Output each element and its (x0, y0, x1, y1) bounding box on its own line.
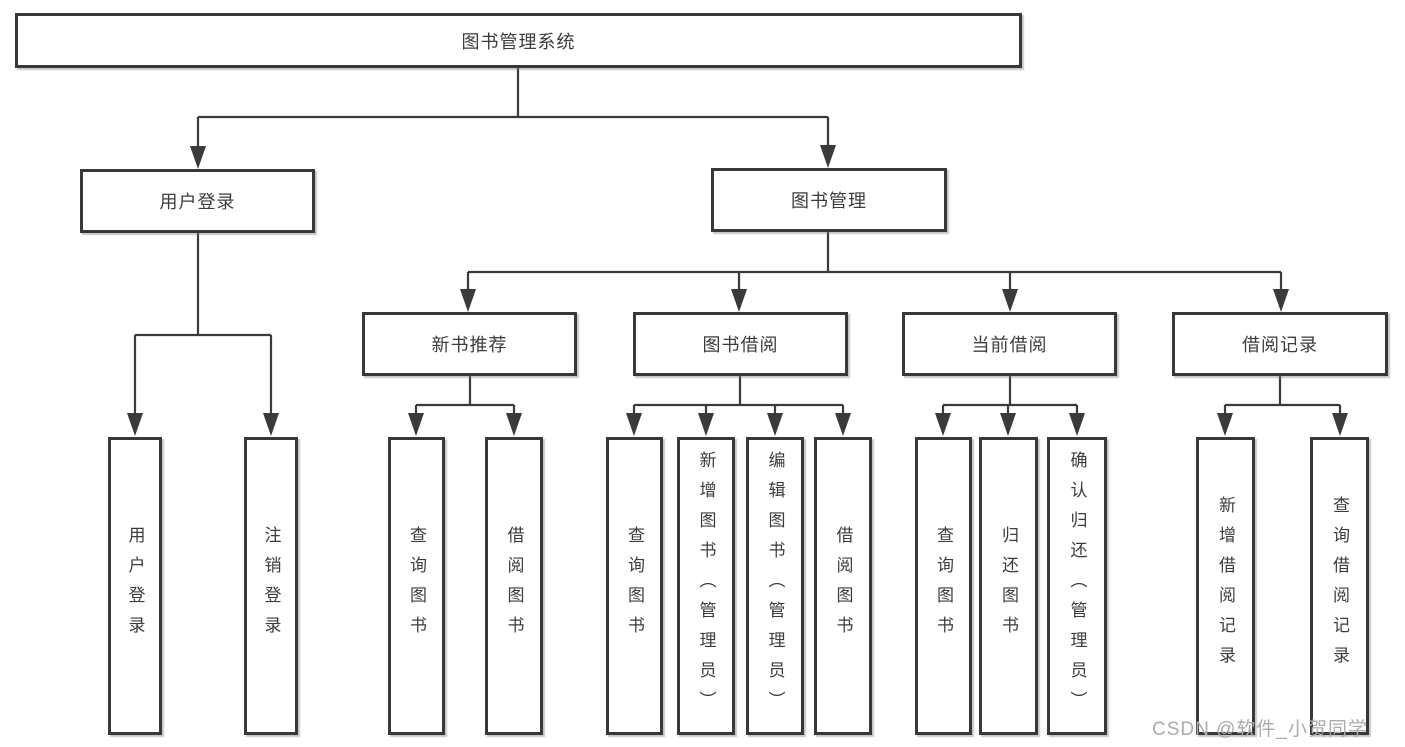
node-label: 当前借阅 (971, 335, 1048, 355)
leaf-borrow-books-recommend: 借阅图书 (485, 437, 543, 735)
leaf-borrow-books-borrowing: 借阅图书 (814, 437, 872, 735)
leaf-label: 查询借阅记录 (1330, 496, 1349, 676)
node-label: 图书管理 (791, 191, 867, 211)
leaf-query-books-recommend: 查询图书 (388, 437, 445, 735)
leaf-add-borrow-record: 新增借阅记录 (1196, 437, 1255, 735)
node-user-login: 用户登录 (80, 169, 315, 233)
leaf-user-login: 用户登录 (108, 437, 162, 735)
arrowheads (127, 145, 1348, 436)
leaf-logout: 注销登录 (244, 437, 298, 735)
node-label: 图书借阅 (702, 335, 779, 355)
leaf-query-borrow-record: 查询借阅记录 (1310, 437, 1369, 735)
node-book-management: 图书管理 (711, 168, 947, 232)
leaf-confirm-return-admin: 确认归还（管理员） (1047, 437, 1107, 735)
leaf-label: 查询图书 (934, 526, 953, 646)
leaf-query-books-borrowing: 查询图书 (606, 437, 663, 735)
leaf-label: 编辑图书（管理员） (765, 451, 785, 721)
leaf-add-book-admin: 新增图书（管理员） (677, 437, 735, 735)
leaf-label: 用户登录 (125, 526, 145, 646)
node-borrowing-records: 借阅记录 (1172, 312, 1388, 376)
node-label: 用户登录 (159, 192, 236, 212)
node-label: 图书管理系统 (461, 31, 576, 52)
leaf-label: 新增借阅记录 (1216, 496, 1235, 676)
leaf-query-books-current: 查询图书 (915, 437, 972, 735)
leaf-return-book: 归还图书 (979, 437, 1038, 735)
leaf-label: 查询图书 (407, 526, 426, 646)
node-label: 新书推荐 (431, 335, 508, 355)
leaf-label: 归还图书 (999, 526, 1018, 646)
csdn-watermark: CSDN @软件_小贺同学 (1152, 719, 1368, 740)
leaf-label: 新增图书（管理员） (696, 451, 716, 721)
leaf-edit-book-admin: 编辑图书（管理员） (746, 437, 804, 735)
leaf-label: 查询图书 (625, 526, 644, 646)
node-current-borrowing: 当前借阅 (902, 312, 1117, 376)
leaf-label: 确认归还（管理员） (1067, 451, 1087, 721)
leaf-label: 借阅图书 (833, 526, 853, 646)
leaf-label: 借阅图书 (504, 526, 524, 646)
node-label: 借阅记录 (1242, 335, 1318, 355)
node-book-borrowing: 图书借阅 (633, 312, 848, 376)
leaf-label: 注销登录 (261, 526, 281, 646)
node-new-book-recommend: 新书推荐 (362, 312, 577, 376)
node-root-library-system: 图书管理系统 (15, 13, 1022, 68)
